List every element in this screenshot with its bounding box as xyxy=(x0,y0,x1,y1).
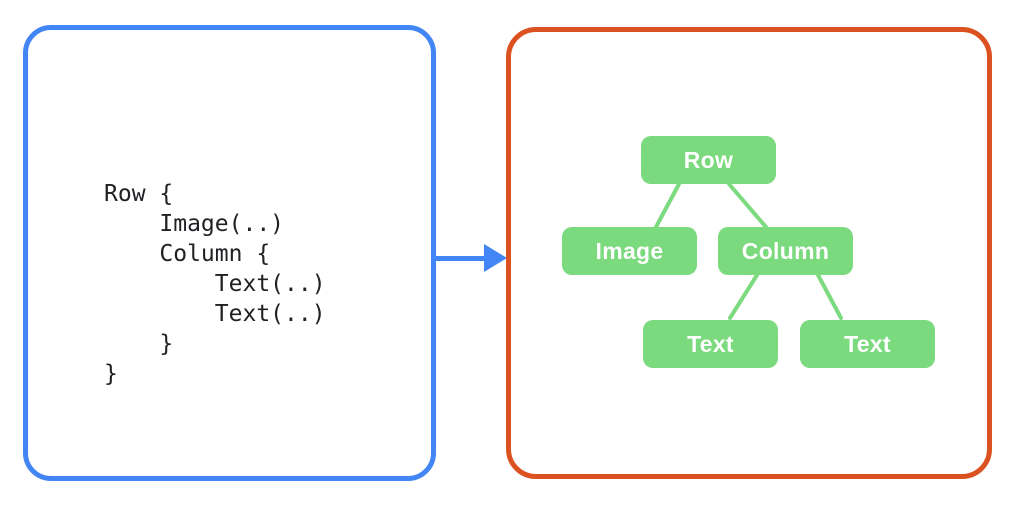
tree-node-label: Text xyxy=(687,330,734,357)
code-panel xyxy=(23,25,436,481)
tree-node-label: Text xyxy=(844,330,891,357)
tree-node-label: Column xyxy=(741,237,830,264)
code-block: Row { Image(..) Column { Text(..) Text(.… xyxy=(104,181,326,387)
tree-node-column: Column xyxy=(718,227,853,275)
tree-node-label: Image xyxy=(595,237,664,264)
arrow-head xyxy=(484,244,507,272)
arrow-shaft xyxy=(436,255,488,261)
tree-node-text-1: Text xyxy=(643,320,778,368)
tree-node-row: Row xyxy=(641,136,776,184)
arrow-right-icon xyxy=(436,244,507,272)
tree-node-image: Image xyxy=(562,227,697,275)
tree-node-text-2: Text xyxy=(800,320,935,368)
tree-node-label: Row xyxy=(683,146,734,173)
